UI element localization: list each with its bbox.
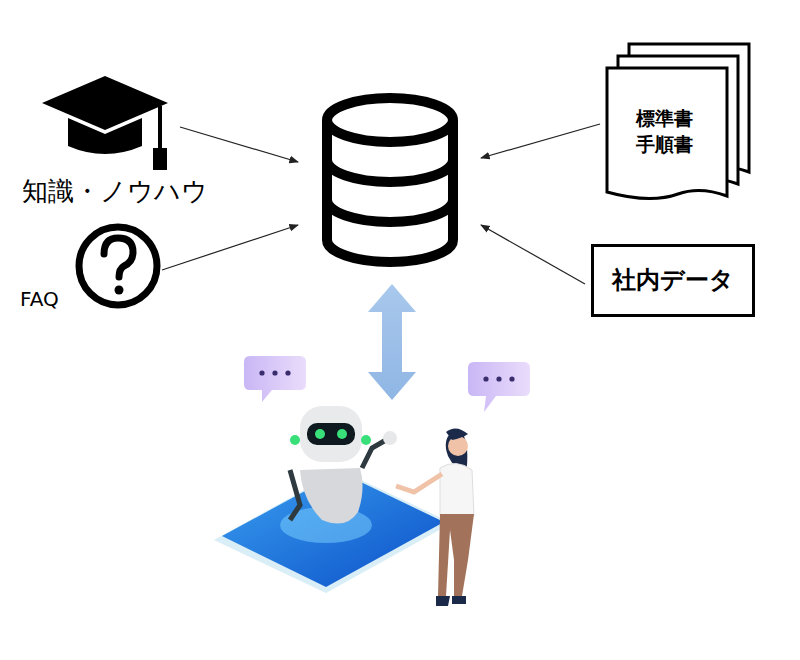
speech-bubbles xyxy=(244,356,530,412)
faq-label: FAQ xyxy=(20,287,59,311)
document-box: 標準書 手順書 xyxy=(609,77,719,187)
node-text: 標準書 手順書 xyxy=(632,106,697,157)
robot xyxy=(290,406,397,524)
exchange-arrow xyxy=(368,284,416,400)
question-icon xyxy=(79,227,157,305)
document-stack xyxy=(607,44,749,199)
database-icon xyxy=(327,98,453,262)
icon-label: 知識・ノウハウ xyxy=(22,174,208,209)
node-text: 社内データ xyxy=(612,264,734,296)
data-box: 社内データ xyxy=(591,244,755,317)
input-arrows xyxy=(162,124,600,284)
woman xyxy=(396,428,474,606)
graduation-cap-icon xyxy=(42,76,168,170)
